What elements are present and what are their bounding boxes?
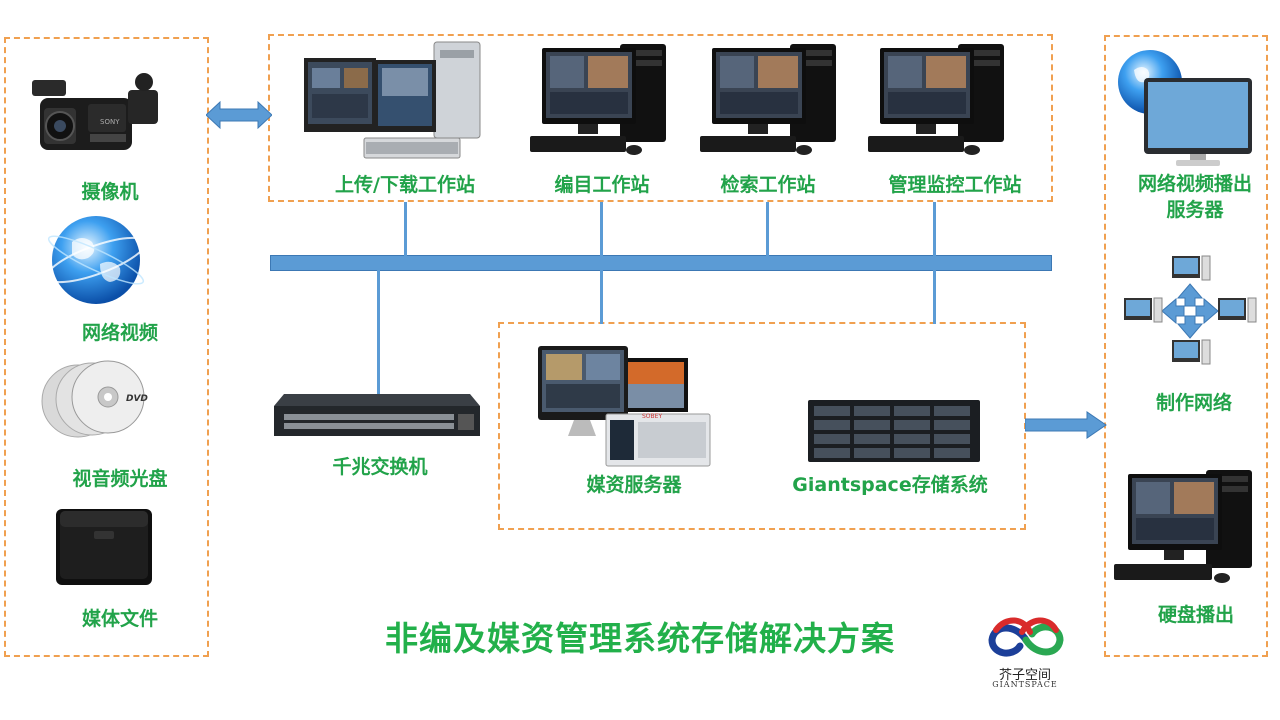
connector-search-station [766, 202, 769, 256]
logo-chinese-name: 芥子空间 [998, 668, 1051, 683]
dvd-discs-icon: DVD [41, 360, 148, 438]
search-workstation-icon [700, 44, 836, 155]
search-station-label: 检索工作站 [720, 174, 816, 196]
storage-system-label: Giantspace存储系统 [792, 474, 988, 496]
catalog-workstation-icon [530, 44, 666, 155]
sources-group-box [4, 37, 209, 657]
hard-drive-icon [56, 509, 152, 585]
av-disc-label: 视音频光盘 [72, 468, 168, 490]
disk-playout-label: 硬盘播出 [1157, 604, 1234, 626]
media-server-icon: SOBEY [538, 346, 711, 467]
web-video-label: 网络视频 [81, 322, 158, 344]
right-arrow-icon [1025, 411, 1107, 439]
globe-icon [45, 216, 147, 304]
production-network-label: 制作网络 [1155, 392, 1232, 414]
upload-download-station-label: 上传/下载工作站 [335, 174, 475, 196]
connector-server-box-right [933, 270, 936, 324]
svg-text:DVD: DVD [126, 394, 148, 404]
camera-icon: SONY [32, 73, 158, 150]
disk-playout-icon [1114, 470, 1252, 583]
streaming-server-icon [1118, 50, 1252, 166]
cataloging-station-label: 编目工作站 [554, 174, 650, 196]
management-workstation-icon [868, 44, 1004, 155]
media-files-label: 媒体文件 [81, 608, 158, 630]
connector-management-station [933, 202, 936, 256]
media-server-label: 媒资服务器 [586, 474, 682, 496]
giantspace-logo-icon [988, 617, 1064, 657]
streaming-server-label-line2: 服务器 [1166, 199, 1224, 221]
connector-server-box-left [600, 270, 603, 324]
streaming-server-label-line1: 网络视频播出 [1137, 173, 1252, 195]
svg-text:SOBEY: SOBEY [642, 413, 662, 420]
svg-text:SONY: SONY [100, 118, 120, 126]
logo-english-name: GIANTSPACE [992, 680, 1058, 689]
storage-system-icon [808, 400, 980, 462]
camera-label: 摄像机 [81, 181, 139, 203]
management-station-label: 管理监控工作站 [888, 174, 1022, 196]
network-bus [270, 255, 1052, 271]
connector-upload-station [404, 202, 407, 256]
diagram-title: 非编及媒资管理系统存储解决方案 [385, 619, 895, 658]
connector-catalog-station [600, 202, 603, 256]
double-arrow-icon [206, 100, 272, 130]
production-network-icon [1124, 255, 1257, 365]
connector-switch [377, 270, 380, 396]
outputs-group-box [1104, 35, 1268, 657]
gigabit-switch-icon [274, 394, 480, 436]
switch-label: 千兆交换机 [332, 456, 428, 478]
upload-workstation-icon [304, 41, 481, 159]
